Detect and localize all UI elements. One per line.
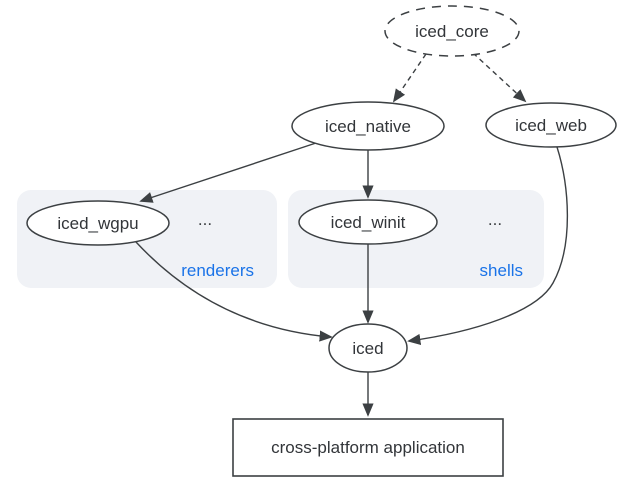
node-iced: iced [328,323,408,373]
shells-group-label: shells [480,261,523,280]
edge-native-to-wgpu [139,142,317,203]
app-label: cross-platform application [271,438,465,457]
iced-native-shape [291,101,445,151]
iced-shape [328,323,408,373]
edge-web-to-iced [407,146,569,345]
edge-wgpu-to-iced [135,241,333,342]
edge-core-to-native [392,53,427,103]
iced-wgpu-label: iced_wgpu [57,214,138,233]
iced-label: iced [352,339,383,358]
node-cross-platform-application: cross-platform application [232,418,504,477]
shells-ellipsis: ... [488,210,502,229]
iced-winit-label: iced_winit [331,213,406,232]
node-iced-web: iced_web [485,102,617,148]
node-iced-native: iced_native [291,101,445,151]
iced-native-label: iced_native [325,117,411,136]
edge-core-to-web [472,52,527,103]
node-iced-winit: iced_winit [298,199,438,245]
iced-winit-shape [298,199,438,245]
renderers-group-label: renderers [181,261,254,280]
iced-web-label: iced_web [515,116,587,135]
iced-web-shape [485,102,617,148]
renderers-ellipsis: ... [198,210,212,229]
iced-core-shape [384,5,520,57]
iced-core-label: iced_core [415,22,489,41]
node-iced-core: iced_core [384,5,520,57]
node-iced-wgpu: iced_wgpu [26,200,170,246]
app-shape [232,418,504,477]
iced-wgpu-shape [26,200,170,246]
